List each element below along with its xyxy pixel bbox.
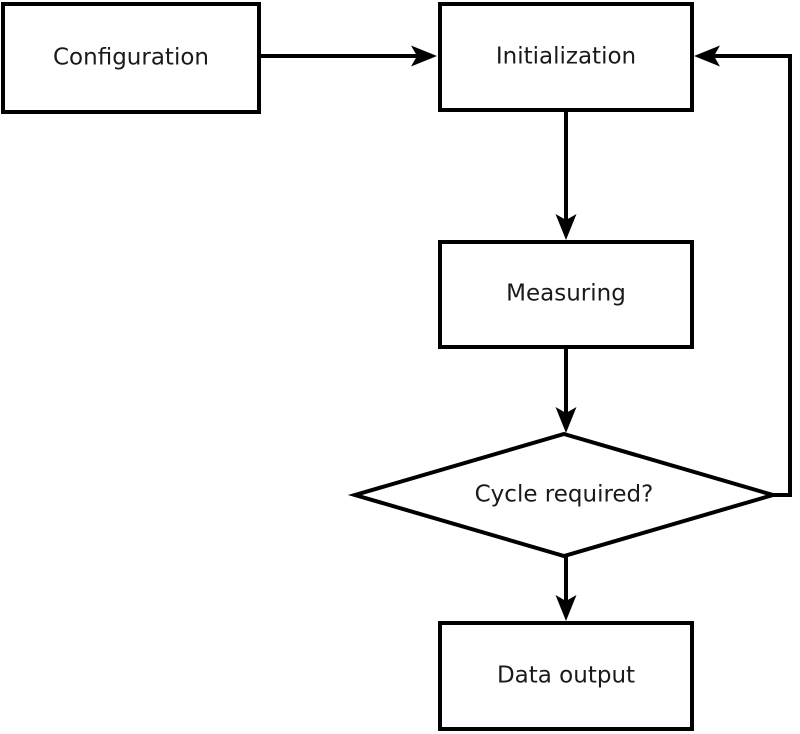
edge-measuring-to-cycle-required (555, 349, 577, 433)
arrowhead-icon-cycle-data-output (555, 595, 577, 621)
node-initialization[interactable]: Initialization (438, 2, 694, 112)
arrowhead-icon-initialization-measuring (555, 214, 577, 240)
data-output-box[interactable] (438, 621, 694, 731)
initialization-box[interactable] (438, 2, 694, 112)
arrowhead-icon-cycle-initialization-feedback (694, 45, 720, 67)
cycle-required-label: Cycle required? (475, 482, 654, 508)
arrowhead-icon-measuring-cycle (555, 407, 577, 433)
edge-configuration-to-initialization (261, 45, 437, 67)
configuration-box[interactable] (1, 2, 261, 114)
configuration-label: Configuration (53, 45, 209, 71)
edge-initialization-to-measuring (555, 112, 577, 240)
data-output-label: Data output (497, 663, 635, 689)
edge-line-cycle-initialization-feedback (713, 54, 792, 497)
initialization-label: Initialization (496, 44, 636, 70)
edge-cycle-required-to-data-output (555, 556, 577, 621)
node-cycle-required[interactable]: Cycle required? (347, 431, 781, 559)
edge-cycle-required-to-initialization (694, 45, 792, 497)
cycle-required-diamond[interactable] (347, 431, 781, 559)
measuring-box[interactable] (438, 240, 694, 349)
node-data-output[interactable]: Data output (438, 621, 694, 731)
node-configuration[interactable]: Configuration (1, 2, 261, 114)
measuring-label: Measuring (506, 281, 626, 307)
node-measuring[interactable]: Measuring (438, 240, 694, 349)
arrowhead-icon-configuration-initialization (411, 45, 437, 67)
